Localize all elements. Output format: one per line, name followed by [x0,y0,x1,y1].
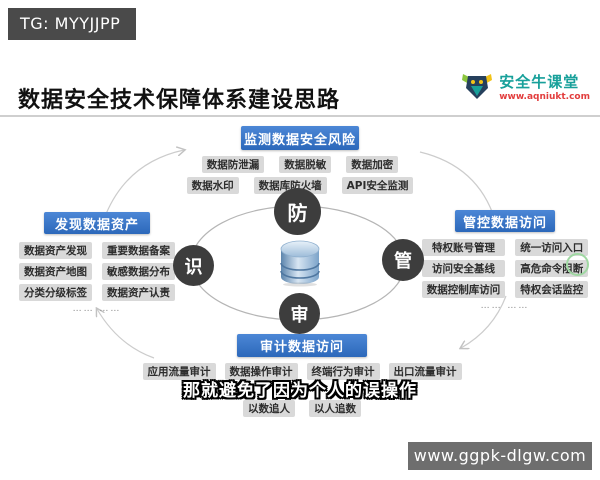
node-audit: 审 [279,293,320,334]
title-divider [0,115,600,117]
logo-name: 安全牛课堂 [499,72,580,91]
capability-pill: 数据加密 [346,156,399,173]
more-items-ellipsis: …… …… [480,301,530,311]
capability-pill: 以数追人 [243,400,295,417]
capability-pill: 访问安全基线 [421,260,506,277]
capability-pill: 重要数据备案 [102,242,175,259]
capability-pill: 分类分级标签 [19,284,92,301]
highlight-ring [566,253,589,276]
brand-logo: 安全牛课堂 www.aqniukt.com [459,66,590,106]
group-audit-access: 审计数据访问 应用流量审计 数据操作审计 终端行为审计 出口流量审计 以数追人 … [142,334,462,421]
capability-pill: 终端行为审计 [306,363,380,380]
capability-pill: 数据资产地图 [19,263,92,280]
node-identify: 识 [173,245,214,286]
group-header-control: 管控数据访问 [455,210,555,232]
capability-pill: 数据脱敏 [279,156,332,173]
group-header-monitor: 监测数据安全风险 [241,126,359,150]
page-title: 数据安全技术保障体系建设思路 [18,88,341,113]
bull-logo-icon [459,66,495,106]
group-monitor-risk: 监测数据安全风险 数据防泄漏 数据脱敏 数据加密 数据水印 数据库防火墙 API… [186,126,414,198]
video-caption: 那就避免了因为个人的误操作 [183,381,417,401]
capability-pill: 出口流量审计 [388,363,462,380]
node-manage: 管 [382,239,424,281]
more-items-ellipsis: …… …… [72,304,122,314]
capability-pill: 数据资产认责 [102,284,175,301]
capability-pill: 特权账号管理 [421,239,506,256]
capability-pill: 数据操作审计 [224,363,298,380]
capability-pill: 统一访问入口 [515,239,589,256]
capability-pill: 数据防泄漏 [201,156,265,173]
database-icon [278,237,322,291]
capability-pill: API安全监测 [341,177,414,194]
group-control-access: 管控数据访问 特权账号管理 统一访问入口 访问安全基线 高危命令阻断 数据控制库… [421,210,589,311]
group-discover-assets: 发现数据资产 数据资产发现 重要数据备案 数据资产地图 敏感数据分布 分类分级标… [19,212,175,314]
site-watermark-bar: www.ggpk-dlgw.com [408,442,592,470]
capability-pill: 数据水印 [186,177,239,194]
group-header-audit: 审计数据访问 [237,334,367,357]
capability-pill: 敏感数据分布 [102,263,175,280]
logo-url: www.aqniukt.com [499,91,590,102]
capability-pill: 数据控制库访问 [421,281,506,298]
capability-pill: 特权会话监控 [515,281,589,298]
capability-pill: 数据资产发现 [19,242,92,259]
security-system-diagram: 监测数据安全风险 数据防泄漏 数据脱敏 数据加密 数据水印 数据库防火墙 API… [0,118,600,430]
node-prevent: 防 [274,188,321,235]
capability-pill: 以人追数 [309,400,361,417]
group-header-discover: 发现数据资产 [44,212,150,234]
telegram-watermark-bar: TG: MYYJJPP [8,8,136,40]
capability-pill: 应用流量审计 [142,363,216,380]
